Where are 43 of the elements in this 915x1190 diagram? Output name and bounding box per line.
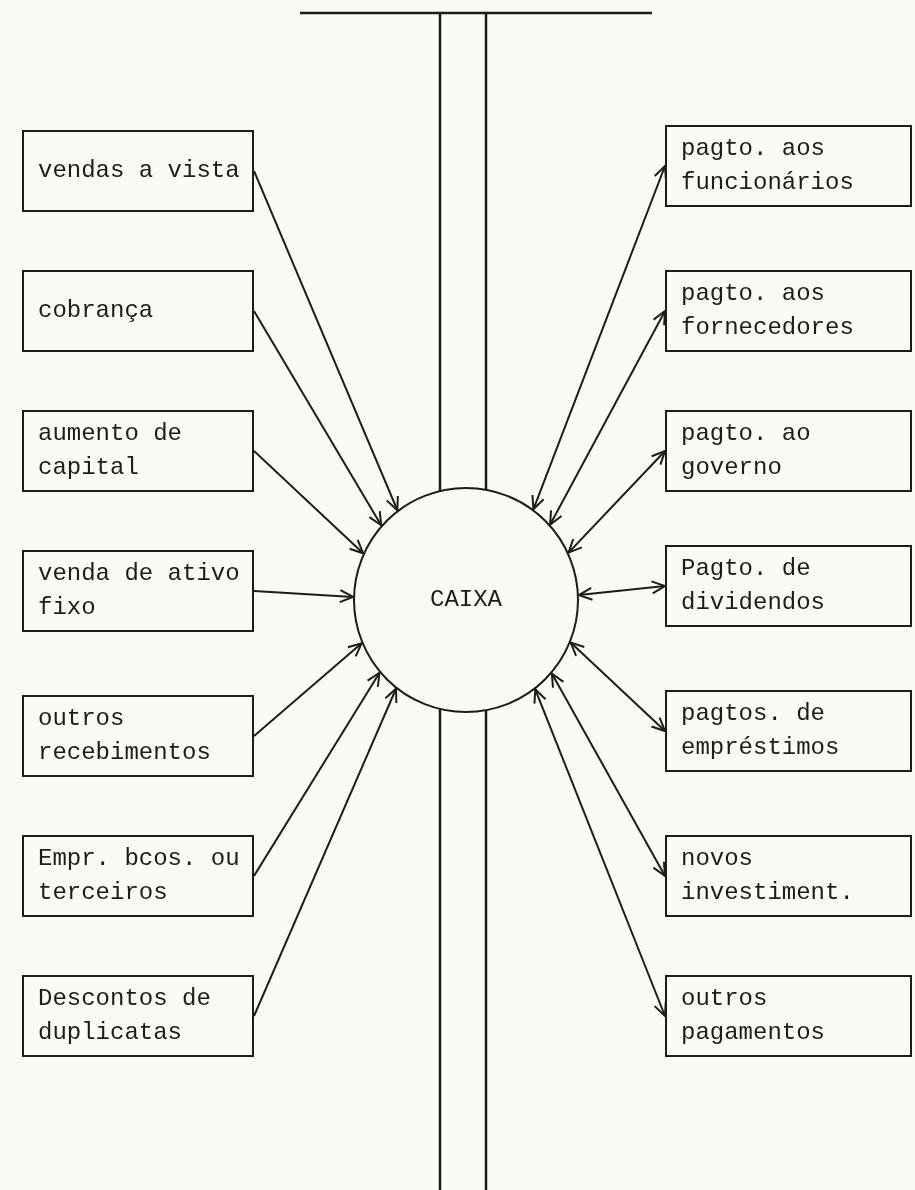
box-label: Empr. bcos. ou terceiros — [38, 844, 241, 908]
flow-box — [665, 545, 912, 627]
flow-box — [665, 410, 912, 492]
arrow — [253, 671, 381, 877]
arrow — [531, 165, 667, 511]
arrow — [577, 580, 666, 601]
arrow — [253, 310, 383, 527]
box-label: pagto. aos funcionários — [681, 134, 855, 198]
flow-box — [22, 410, 254, 492]
flow-box — [665, 835, 912, 917]
box-label: pagto. ao governo — [681, 419, 812, 483]
box-label: cobrança — [38, 296, 154, 326]
box-label: outros pagamentos — [681, 984, 827, 1048]
arrow — [550, 672, 666, 877]
arrow — [567, 450, 666, 554]
arrow — [569, 641, 666, 732]
box-label: venda de ativo fixo — [38, 559, 241, 623]
box-label: aumento de capital — [38, 419, 184, 483]
flow-box — [22, 130, 254, 212]
flow-box — [22, 270, 254, 352]
arrow — [253, 589, 355, 604]
arrow — [253, 687, 398, 1017]
arrow — [253, 170, 399, 512]
box-label: Descontos de duplicatas — [38, 984, 212, 1048]
flow-box — [22, 550, 254, 632]
arrow — [533, 688, 667, 1017]
arrow — [253, 450, 365, 555]
box-label: Pagto. de dividendos — [681, 554, 827, 618]
box-label: vendas a vista — [38, 156, 240, 186]
circle-label: CAIXA — [430, 585, 502, 615]
flow-box — [665, 270, 912, 352]
flow-box — [22, 835, 254, 917]
box-label: novos investiment. — [681, 844, 855, 908]
arrow — [549, 310, 666, 526]
flow-box — [22, 695, 254, 777]
arrow — [253, 642, 363, 737]
flow-box — [22, 975, 254, 1057]
box-label: pagto. aos fornecedores — [681, 279, 855, 343]
flow-box — [665, 690, 912, 772]
box-label: pagtos. de empréstimos — [681, 699, 841, 763]
box-label: outros recebimentos — [38, 704, 212, 768]
flow-box — [665, 125, 912, 207]
flow-box — [665, 975, 912, 1057]
